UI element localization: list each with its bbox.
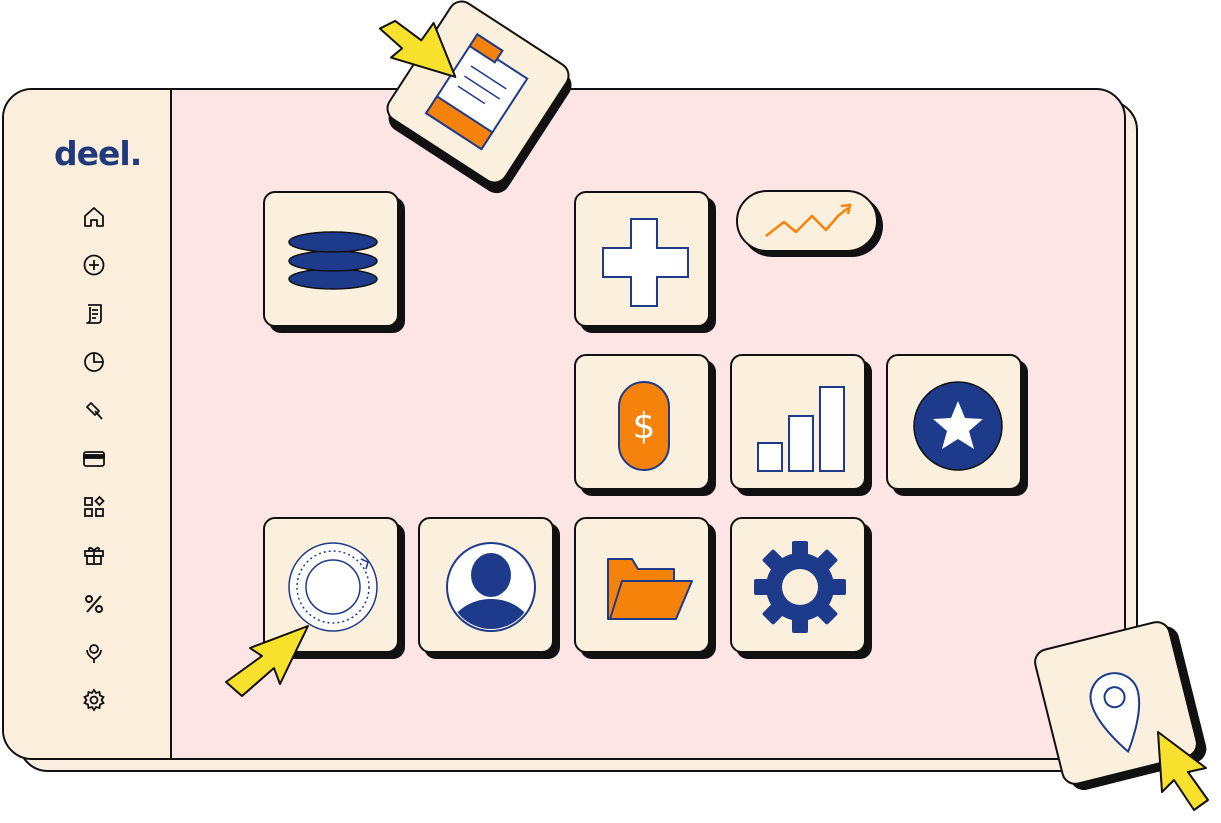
credit-card-icon [83, 451, 105, 467]
cursor-arrow-icon [378, 19, 457, 78]
user-avatar-icon [446, 542, 536, 632]
sync-circle-icon [288, 542, 378, 632]
tile-health[interactable] [574, 191, 710, 327]
tile-database[interactable] [263, 191, 399, 327]
cursor-arrow-icon [1157, 731, 1209, 811]
apps-icon [84, 495, 105, 517]
gear-icon [83, 688, 105, 712]
tile-payments[interactable]: $ [574, 354, 710, 490]
tile-profile[interactable] [418, 517, 554, 653]
dollar-symbol: $ [633, 406, 656, 447]
tile-analytics[interactable] [730, 354, 866, 490]
home-icon [84, 207, 104, 227]
app-window: deel. [2, 88, 1126, 760]
database-icon [288, 231, 378, 290]
document-clipboard-icon [424, 32, 529, 151]
tile-sync[interactable] [263, 517, 399, 653]
settings-cog-icon [754, 541, 846, 633]
folder-icon [607, 558, 693, 620]
trend-line-icon [765, 203, 852, 237]
map-pin-icon [1089, 672, 1141, 754]
bar-chart-icon [757, 386, 845, 472]
pie-chart-icon [84, 352, 104, 372]
sidebar-item-contracts[interactable] [81, 301, 107, 327]
sidebar-item-legal[interactable] [81, 398, 107, 424]
tile-favorites[interactable] [886, 354, 1022, 490]
sidebar-item-settings[interactable] [81, 687, 107, 713]
floating-card-document[interactable] [381, 0, 575, 189]
sidebar-item-home[interactable] [81, 204, 107, 230]
contract-icon [86, 304, 102, 324]
sidebar-item-payments[interactable] [81, 446, 107, 472]
trend-pill[interactable] [736, 190, 878, 252]
percent-icon [85, 595, 103, 613]
gavel-icon [86, 402, 103, 420]
brand-logo: deel. [54, 134, 142, 173]
sidebar-item-add[interactable] [81, 252, 107, 278]
sidebar-item-apps[interactable] [81, 494, 107, 520]
medical-cross-icon [602, 218, 689, 307]
floating-card-location[interactable] [1031, 618, 1201, 788]
sidebar-item-taxes[interactable] [81, 591, 107, 617]
tile-documents[interactable] [574, 517, 710, 653]
cursor-arrow-icon [225, 625, 309, 697]
sidebar: deel. [4, 90, 172, 758]
gift-icon [84, 547, 104, 565]
plus-circle-icon [83, 254, 105, 276]
location-pin-icon [86, 644, 102, 663]
tile-settings[interactable] [730, 517, 866, 653]
dollar-coin-icon: $ [618, 381, 670, 471]
sidebar-item-benefits[interactable] [81, 542, 107, 568]
sidebar-item-locations[interactable] [81, 639, 107, 665]
sidebar-item-reports[interactable] [81, 349, 107, 375]
star-badge-icon [913, 381, 1003, 471]
